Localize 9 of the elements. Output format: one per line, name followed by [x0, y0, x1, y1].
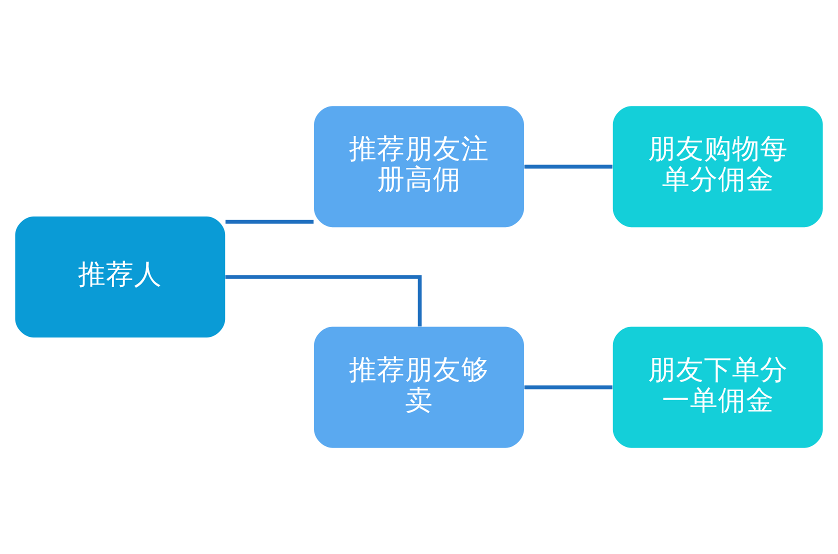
node-box: 朋友购物每单分佣金: [612, 106, 823, 228]
node-box: 推荐人: [15, 216, 226, 338]
connector: [226, 220, 314, 224]
node-box: 推荐朋友注册高佣: [314, 106, 524, 228]
connector: [524, 385, 612, 390]
connector: [225, 275, 422, 326]
node-box: 朋友下单分一单佣金: [612, 326, 823, 448]
connector: [524, 164, 612, 169]
node-box: 推荐朋友够卖: [314, 326, 524, 448]
